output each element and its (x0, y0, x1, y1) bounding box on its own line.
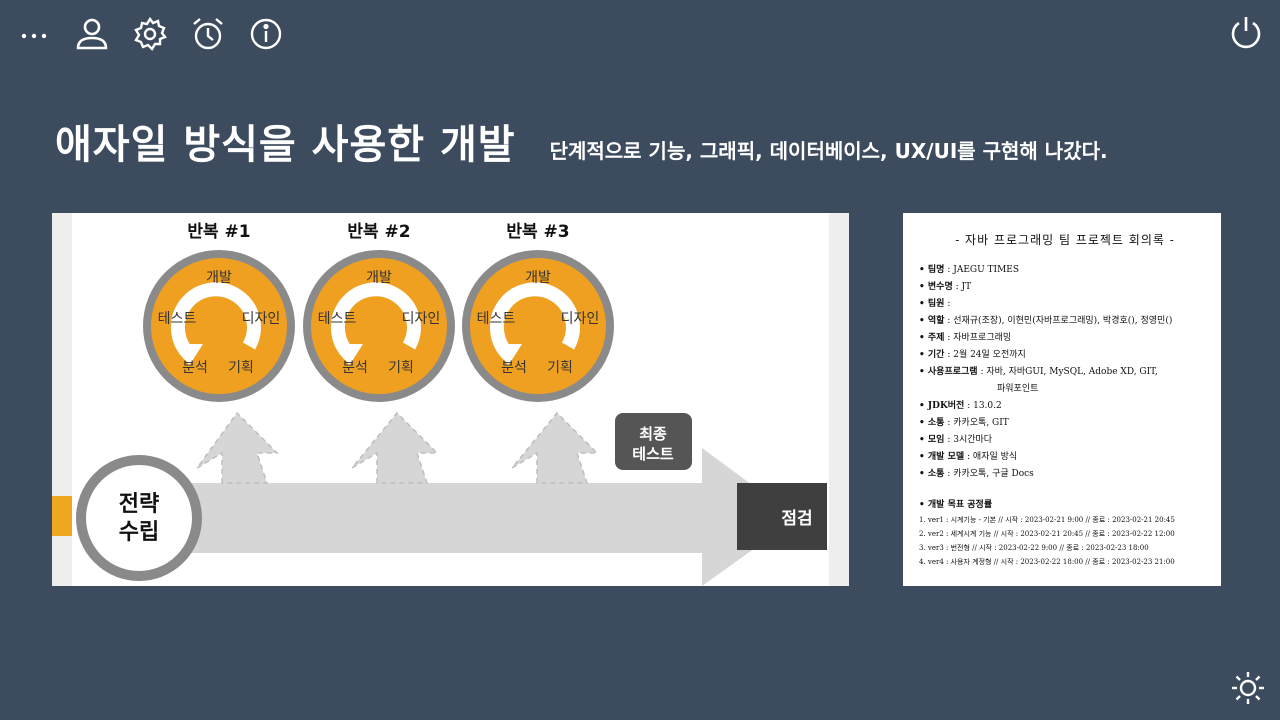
iteration-circle (462, 250, 614, 402)
document-field: 주제 : 자바프로그래밍 (919, 330, 1211, 347)
document-field: 소통 : 카카오톡, GIT (919, 415, 1211, 432)
info-icon[interactable] (248, 16, 284, 52)
cycle-arrow (489, 282, 580, 362)
final-test-label-1: 최종 (639, 425, 667, 443)
document-field: 역할 : 선재규(조장), 이현민(자바프로그래밍), 박경호(), 정영민() (919, 313, 1211, 330)
field-label: 모임 (927, 435, 945, 445)
cycle-arrowhead (339, 344, 363, 366)
iteration-arrow-2 (351, 411, 439, 484)
field-label: 소통 (927, 469, 945, 479)
field-label: 역할 (927, 316, 945, 326)
phase-test: 테스트 (477, 311, 516, 327)
document-field: 모임 : 3시간마다 (919, 432, 1211, 449)
field-label: 팀명 (927, 265, 945, 275)
slide-header: 애자일 방식을 사용한 개발 단계적으로 기능, 그래픽, 데이터베이스, UX… (55, 112, 1108, 170)
goal-item: 1. ver1 : 시계기능 - 기본 // 시작 : 2023-02-21 9… (919, 516, 1175, 524)
field-value: 애자일 방식 (972, 452, 1018, 462)
strategy-label-2: 수립 (119, 520, 159, 545)
field-value: 선재규(조장), 이현민(자바프로그래밍), 박경호(), 정영민() (953, 316, 1173, 326)
field-label: 사용프로그램 (927, 367, 978, 377)
phase-develop: 개발 (525, 270, 551, 286)
document-field: 변수명 : JT (919, 279, 1211, 296)
document-field: JDK버전 : 13.0.2 (919, 398, 1211, 415)
inspection-label: 점검 (781, 509, 812, 529)
field-label: 변수명 (927, 282, 953, 292)
document-field: 개발 모델 : 애자일 방식 (919, 449, 1211, 466)
field-value: 2월 24일 오전까지 (953, 350, 1026, 360)
final-test-label-2: 테스트 (632, 445, 674, 463)
document-field: 사용프로그램 : 자바, 자바GUI, MySQL, Adobe XD, GIT… (919, 364, 1211, 381)
goal-item: 4. ver4 : 사용자 계정형 // 시작 : 2023-02-22 18:… (919, 558, 1175, 566)
field-value: JAEGU TIMES (953, 265, 1020, 275)
sun-icon[interactable] (1230, 670, 1266, 706)
gear-icon[interactable] (132, 16, 168, 52)
field-value: 자바프로그래밍 (953, 333, 1012, 343)
document-title: - 자바 프로그래밍 팀 프로젝트 회의록 - (955, 233, 1175, 247)
phase-analysis: 분석 (182, 360, 208, 376)
user-icon[interactable] (74, 16, 110, 52)
phase-planning: 기획 (388, 360, 414, 376)
document-field: 팀원 : (919, 296, 1211, 313)
page-title: 애자일 방식을 사용한 개발 (55, 122, 516, 168)
field-value: 카카오톡, GIT (953, 418, 1009, 428)
meeting-minutes-document: - 자바 프로그래밍 팀 프로젝트 회의록 - 팀명 : JAEGU TIMES… (903, 213, 1221, 586)
cycle-arrow (170, 282, 261, 362)
alarm-icon[interactable] (190, 16, 226, 52)
phase-analysis: 분석 (501, 360, 527, 376)
document-field: 소통 : 카카오톡, 구글 Docs (919, 466, 1211, 483)
iteration-label: 반복 #1 (187, 222, 250, 242)
field-label: 팀원 (927, 299, 945, 309)
phase-test: 테스트 (318, 311, 357, 327)
phase-planning: 기획 (228, 360, 254, 376)
field-label: 소통 (927, 418, 945, 428)
power-icon[interactable] (1228, 14, 1264, 50)
field-label: 기간 (927, 350, 945, 360)
goal-item: 3. ver3 : 번전형 // 시작 : 2023-02-22 9:00 //… (919, 544, 1149, 552)
document-field: 팀명 : JAEGU TIMES (919, 262, 1211, 279)
cycle-arrow (330, 282, 421, 362)
field-value: 카카오톡, 구글 Docs (953, 469, 1034, 479)
top-toolbar (16, 14, 284, 54)
goals-title: 개발 목표 공정률 (919, 497, 1211, 513)
main-arrow (162, 448, 797, 586)
iteration-arrow-1 (196, 411, 279, 484)
field-label: 주제 (927, 333, 945, 343)
document-field-list: 팀명 : JAEGU TIMES변수명 : JT팀원 : 역할 : 선재규(조장… (919, 262, 1211, 483)
document-field: 기간 : 2월 24일 오전까지 (919, 347, 1211, 364)
phase-analysis: 분석 (342, 360, 368, 376)
field-label: 개발 모델 (927, 452, 965, 462)
field-value: 13.0.2 (973, 401, 1002, 411)
phase-develop: 개발 (206, 270, 232, 286)
field-value: 파워포인트 (997, 384, 1039, 394)
goal-item: 2. ver2 : 세계시계 기능 // 시작 : 2023-02-21 20:… (919, 530, 1175, 538)
phase-design: 디자인 (561, 311, 600, 327)
cycle-arrowhead (498, 344, 522, 366)
iteration-circle (303, 250, 455, 402)
more-icon[interactable] (16, 16, 52, 52)
field-label: JDK버전 (927, 401, 965, 411)
inspection-box (737, 483, 827, 550)
goals-list: 1. ver1 : 시계기능 - 기본 // 시작 : 2023-02-21 9… (919, 513, 1211, 569)
document-field: 파워포인트 (919, 381, 1211, 398)
phase-design: 디자인 (242, 311, 281, 327)
iteration-label: 반복 #2 (347, 222, 410, 242)
field-value: 자바, 자바GUI, MySQL, Adobe XD, GIT, (986, 367, 1158, 377)
strategy-label-1: 전략 (119, 492, 159, 517)
final-test-box (615, 413, 692, 470)
field-value: JT (961, 282, 972, 292)
iteration-arrow-3 (511, 411, 599, 484)
page-subtitle: 단계적으로 기능, 그래픽, 데이터베이스, UX/UI를 구현해 나갔다. (549, 139, 1108, 163)
phase-test: 테스트 (158, 311, 197, 327)
iteration-label: 반복 #3 (506, 222, 569, 242)
strategy-circle (76, 455, 202, 581)
phase-planning: 기획 (547, 360, 573, 376)
field-value: 3시간마다 (953, 435, 993, 445)
iteration-circle (143, 250, 295, 402)
cycle-arrowhead (179, 344, 203, 366)
phase-design: 디자인 (402, 311, 441, 327)
phase-develop: 개발 (366, 270, 392, 286)
